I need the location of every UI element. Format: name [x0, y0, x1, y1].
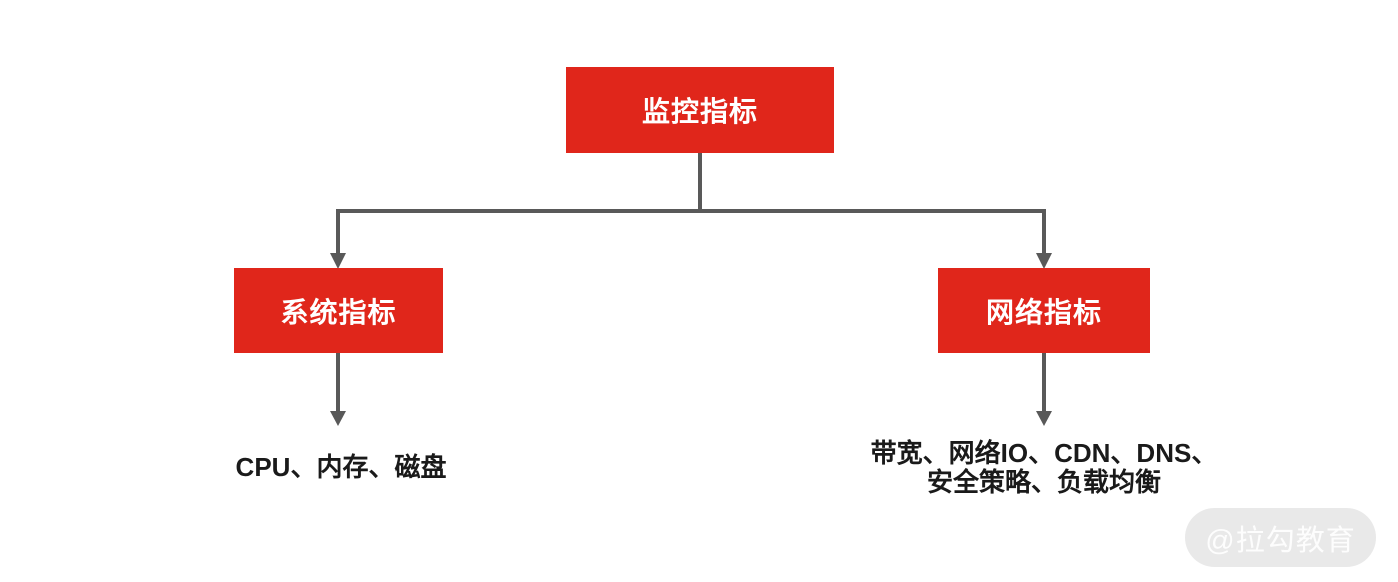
node-monitoring-metrics-label: 监控指标: [641, 96, 758, 127]
node-network-metrics-label: 网络指标: [985, 296, 1102, 328]
right-leaf-arrowhead: [1036, 411, 1052, 426]
leaf-network-metrics-items: 带宽、网络IO、CDN、DNS、 安全策略、负载均衡: [838, 439, 1250, 497]
left-leaf-arrowhead: [330, 411, 346, 426]
node-system-metrics-label: 系统指标: [280, 296, 397, 328]
watermark-badge: @拉勾教育: [1185, 508, 1376, 567]
node-network-metrics: 网络指标: [938, 268, 1150, 353]
leaf-network-metrics-line2: 安全策略、负载均衡: [926, 467, 1161, 497]
leaf-system-metrics-items: CPU、内存、磁盘: [235, 452, 447, 482]
node-system-metrics: 系统指标: [234, 268, 443, 353]
node-monitoring-metrics: 监控指标: [566, 67, 834, 153]
left-drop-arrowhead: [330, 253, 346, 269]
right-drop-arrowhead: [1036, 253, 1052, 269]
leaf-network-metrics-line1: 带宽、网络IO、CDN、DNS、: [870, 438, 1218, 468]
